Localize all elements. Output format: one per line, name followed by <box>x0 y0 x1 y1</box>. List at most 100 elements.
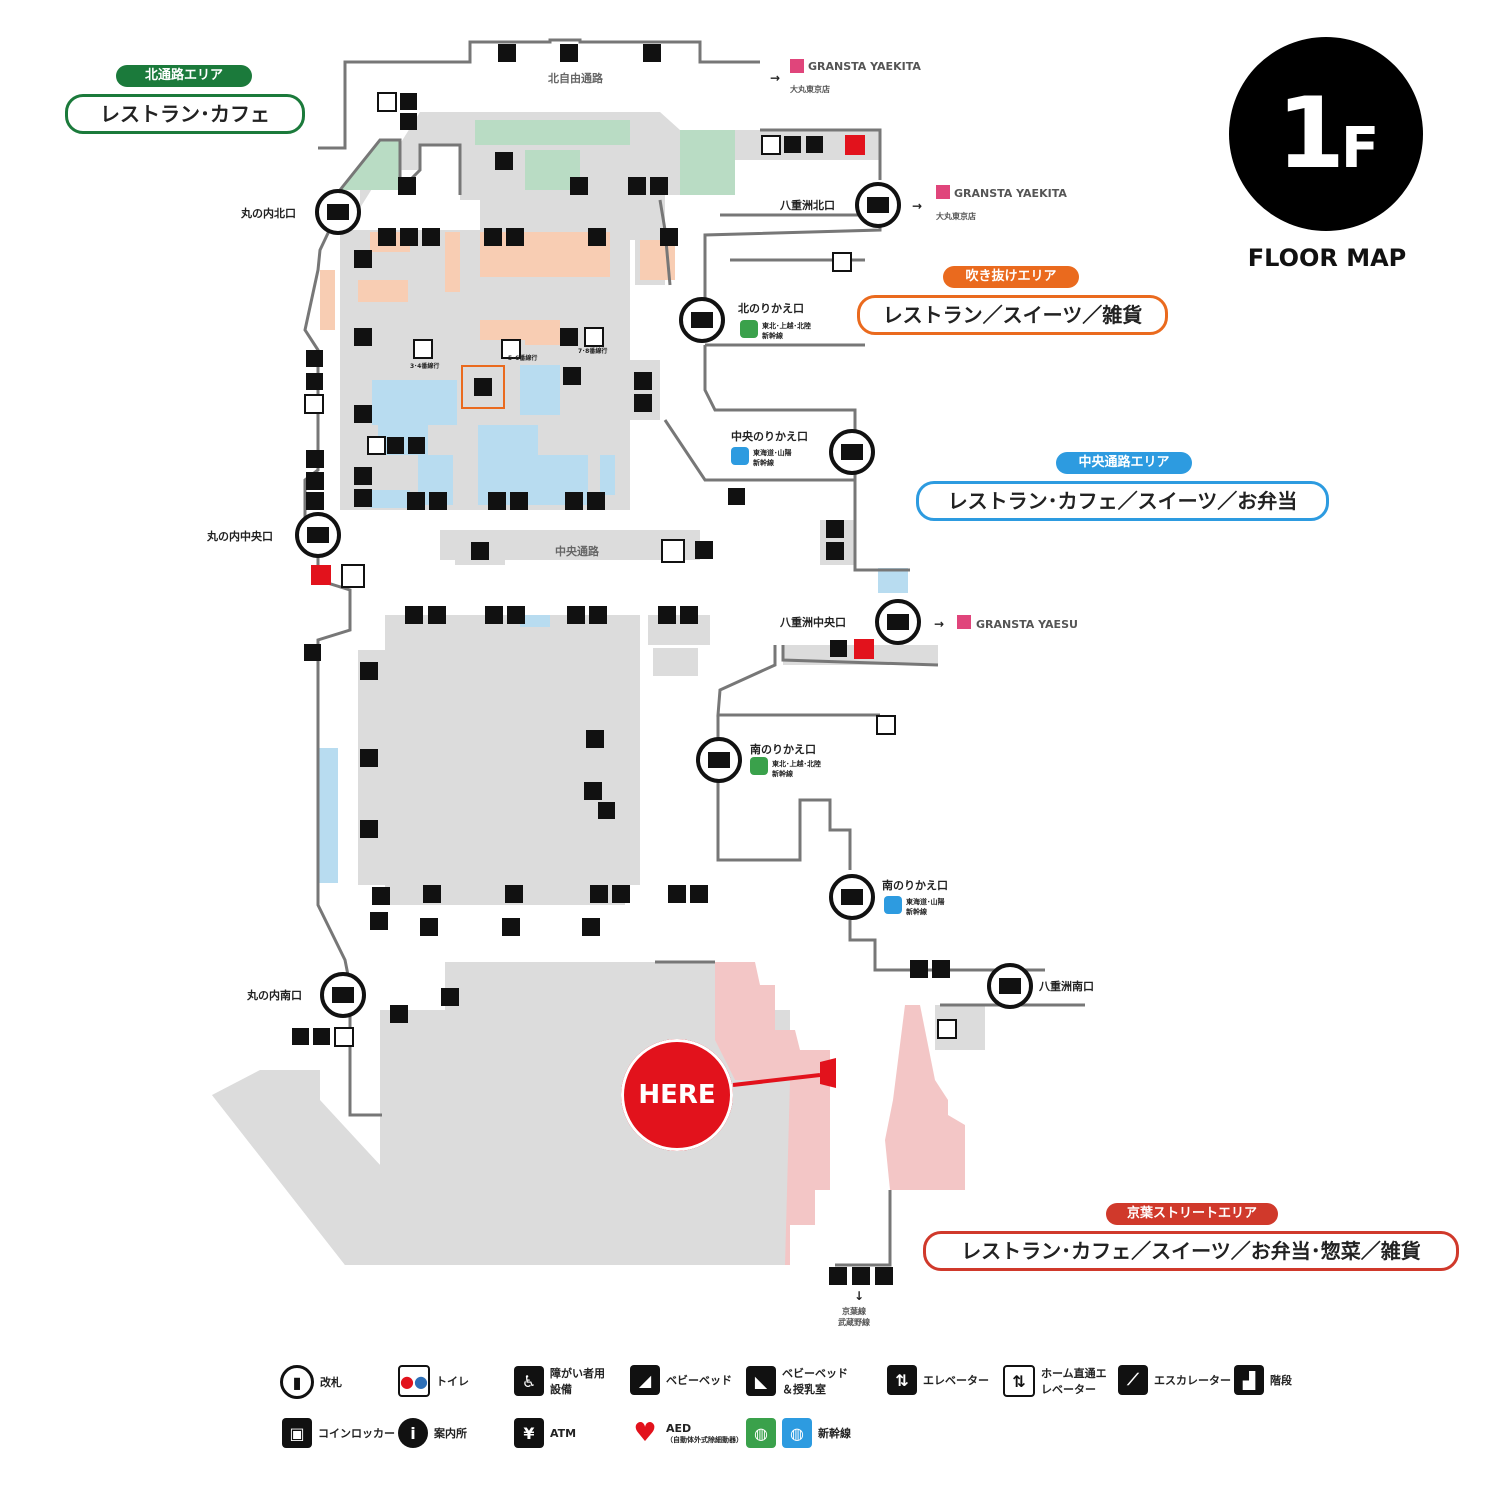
stairs-icon <box>658 606 676 624</box>
stairs-icon <box>852 1267 870 1285</box>
toilet-icon <box>304 394 324 414</box>
elevator-icon <box>360 820 378 838</box>
gate-label-south-transfer-1: 南のりかえ口 <box>750 742 816 756</box>
gate-marunouchi-south[interactable] <box>320 972 366 1018</box>
shinkansen-label: 東北･上越･北陸 <box>772 759 821 768</box>
area-box-central[interactable]: レストラン･カフェ／スイーツ／お弁当 <box>916 481 1329 521</box>
escalator-icon <box>506 228 524 246</box>
coin-locker-icon <box>498 44 516 62</box>
gate-yaesu-central[interactable] <box>875 599 921 645</box>
stairs-icon: ▟ <box>1234 1365 1264 1395</box>
escalator-icon <box>354 250 372 268</box>
elevator-icon <box>420 918 438 936</box>
stairs-icon <box>826 520 844 538</box>
atm-icon <box>830 640 847 657</box>
area-box-keiyo[interactable]: レストラン･カフェ／スイーツ／お弁当･惣菜／雑貨 <box>923 1231 1459 1271</box>
gate-label-north-transfer: 北のりかえ口 <box>738 301 804 315</box>
toilet-icon <box>377 92 397 112</box>
toilet-icon <box>876 715 896 735</box>
gate-south-transfer-2[interactable] <box>829 874 875 920</box>
north-passage-label: 北自由通路 <box>548 71 604 85</box>
platform-elevator-icon: ⇅ <box>1003 1365 1035 1397</box>
shinkansen-sub-label: 新幹線 <box>906 907 927 916</box>
area-pill-keiyo: 京葉ストリートエリア <box>1106 1203 1278 1225</box>
escalator-icon <box>660 228 678 246</box>
arrow-right-icon: → <box>912 199 922 213</box>
escalator-icon <box>826 542 844 560</box>
gate-yaesu-south[interactable] <box>987 963 1033 1009</box>
baby-bed-icon <box>806 136 823 153</box>
daimaru-label: 大丸東京店 <box>790 84 830 94</box>
elevator-label: 5･6番線行 <box>508 354 537 362</box>
toilet-icon <box>832 252 852 272</box>
baby-bed-icon <box>400 113 417 130</box>
escalator-icon <box>422 228 440 246</box>
stairs-icon <box>565 492 583 510</box>
stairs-icon <box>650 177 668 195</box>
area-box-atrium[interactable]: レストラン／スイーツ／雑貨 <box>857 295 1168 335</box>
shinkansen-label: 東海道･山陽 <box>753 448 792 457</box>
gate-central-transfer[interactable] <box>829 429 875 475</box>
accessible-icon: ♿ <box>514 1366 544 1396</box>
escalator-icon <box>510 492 528 510</box>
toilet-icon <box>367 436 386 455</box>
legend-atm: ¥ATM <box>514 1418 576 1448</box>
escalator-icon <box>370 912 388 930</box>
keiyo-line-label: 京葉線 <box>842 1306 866 1316</box>
legend-accessible: ♿障がい者用設備 <box>514 1365 610 1397</box>
accessible-icon <box>400 93 417 110</box>
legend-shinkansen: ◍ ◍ 新幹線 <box>746 1418 851 1448</box>
legend-nursing-room: ◣ベビーベッド＆授乳室 <box>746 1365 854 1397</box>
floor-suffix: F <box>1340 116 1379 181</box>
ticket-gates[interactable] <box>295 182 1033 1018</box>
daimaru-label: 大丸東京店 <box>936 211 976 221</box>
shinkansen-sub-label: 新幹線 <box>762 331 783 340</box>
area-pill-atrium: 吹き抜けエリア <box>943 266 1079 288</box>
gate-marunouchi-north[interactable] <box>315 189 361 235</box>
gate-label-yaesu-central: 八重洲中央口 <box>779 615 846 629</box>
escalator-icon <box>690 885 708 903</box>
nursing-room-icon: ◣ <box>746 1366 776 1396</box>
area-box-north[interactable]: レストラン･カフェ <box>65 94 305 134</box>
elevator-icon <box>502 918 520 936</box>
legend-elevator: ⇅エレベーター <box>887 1365 989 1395</box>
toilet-icon <box>761 135 781 155</box>
stairs-icon <box>488 492 506 510</box>
escalator-icon <box>354 467 372 485</box>
escalator-icon: ⟋ <box>1118 1365 1148 1395</box>
stairs-icon <box>560 44 578 62</box>
gate-yaesu-north[interactable] <box>855 182 901 228</box>
coin-locker-icon <box>643 44 661 62</box>
toilet-icon <box>937 1019 957 1039</box>
accessible-icon <box>306 350 323 367</box>
aed-icon <box>854 639 874 659</box>
escalator-icon <box>354 405 372 423</box>
stairs-icon <box>405 606 423 624</box>
stairs-icon <box>400 228 418 246</box>
escalator-icon <box>507 606 525 624</box>
gate-south-transfer-1[interactable] <box>696 737 742 783</box>
baby-bed-icon <box>306 373 323 390</box>
stairs-icon <box>570 177 588 195</box>
toilet-icon: ●● <box>398 1365 430 1397</box>
legend-stairs: ▟階段 <box>1234 1365 1292 1395</box>
here-marker: HERE <box>621 1039 733 1151</box>
stairs-icon <box>398 177 416 195</box>
highlighted-escalator <box>461 365 505 409</box>
gate-north-transfer[interactable] <box>679 297 725 343</box>
shinkansen-label: 東北･上越･北陸 <box>762 321 811 330</box>
gate-marunouchi-central[interactable] <box>295 512 341 558</box>
elevator-label: 7･8番線行 <box>578 347 607 355</box>
stairs-icon <box>306 472 324 490</box>
shinkansen-icon <box>740 320 758 338</box>
elevator-icon <box>634 372 652 390</box>
stairs-icon <box>484 228 502 246</box>
area-pill-central: 中央通路エリア <box>1056 452 1192 474</box>
platform-elevator-icon <box>584 327 604 347</box>
coin-locker-icon <box>390 1005 408 1023</box>
baby-bed-icon <box>387 437 404 454</box>
shinkansen-icon <box>750 757 768 775</box>
stairs-icon <box>560 328 578 346</box>
escalator-icon <box>680 606 698 624</box>
